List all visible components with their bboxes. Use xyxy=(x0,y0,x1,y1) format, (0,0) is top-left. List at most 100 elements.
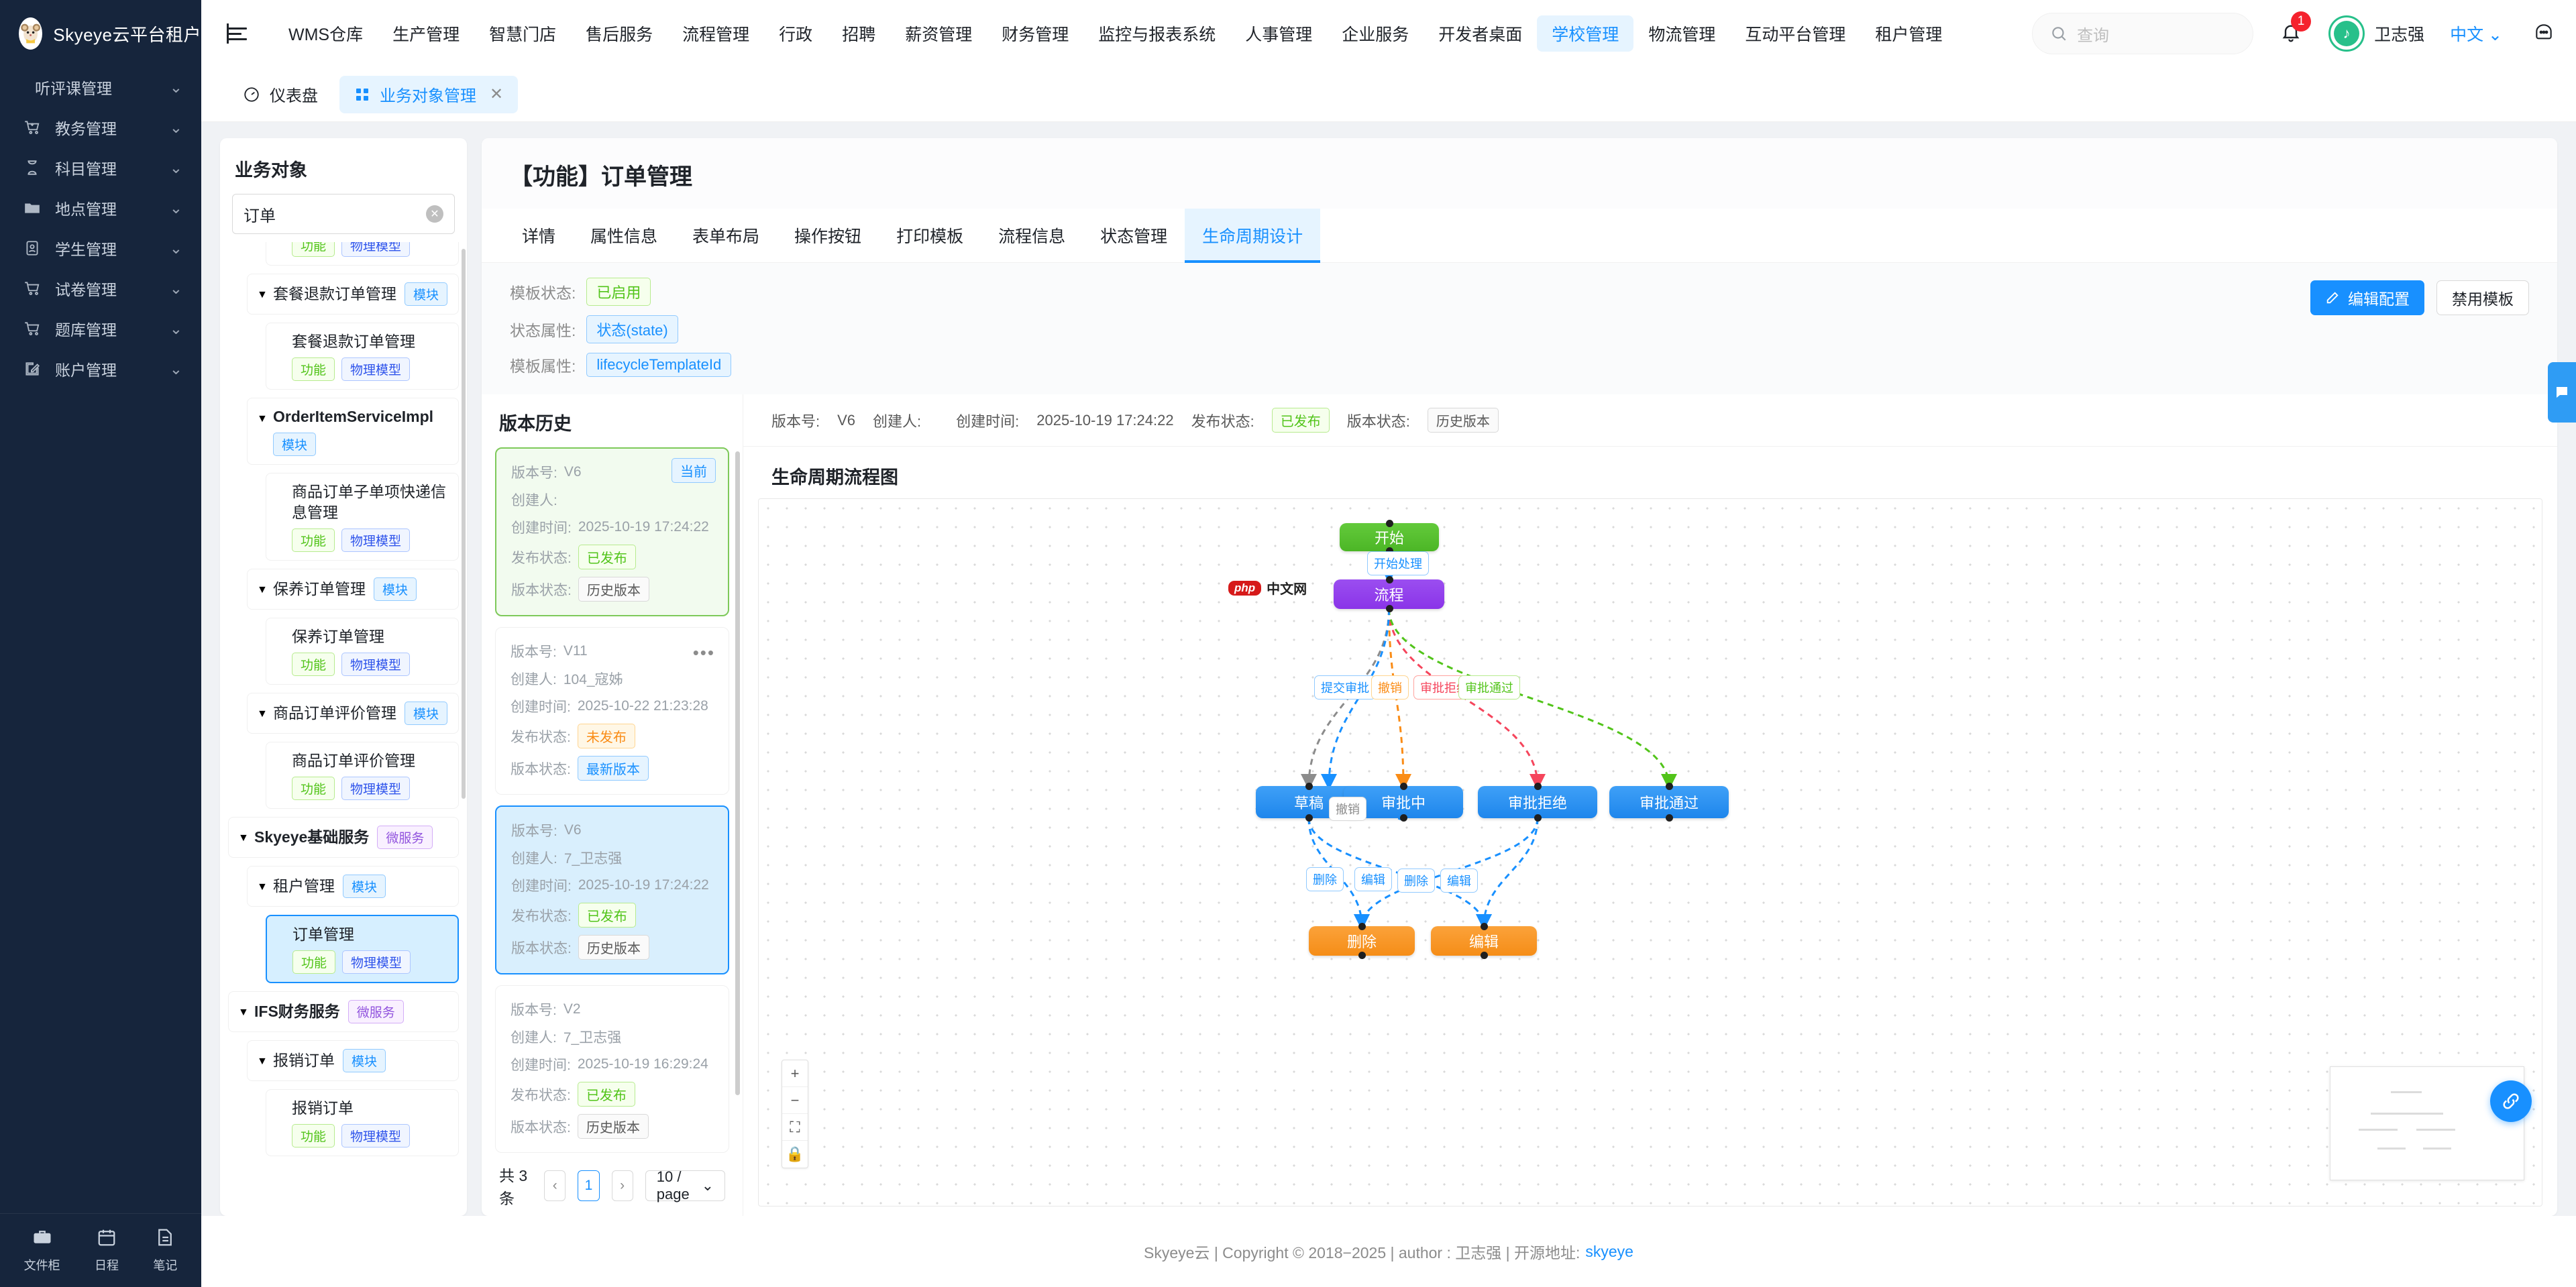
port-top[interactable] xyxy=(1534,783,1542,790)
nav-item-6[interactable]: 招聘 xyxy=(827,15,890,52)
flow-node-delete[interactable]: 删除 xyxy=(1309,926,1415,956)
main-tab-6[interactable]: 状态管理 xyxy=(1083,209,1185,262)
sidebar-item-2[interactable]: 科目管理⌄ xyxy=(0,148,201,188)
nav-item-2[interactable]: 智慧门店 xyxy=(474,15,571,52)
nav-item-9[interactable]: 监控与报表系统 xyxy=(1083,15,1230,52)
lock-icon[interactable]: 🔒 xyxy=(782,1141,808,1168)
pager-next-button[interactable]: › xyxy=(612,1170,633,1201)
version-card[interactable]: •••版本号:V11创建人:104_寇姊创建时间:2025-10-22 21:2… xyxy=(495,627,729,795)
flow-node-edit[interactable]: 编辑 xyxy=(1431,926,1537,956)
bo-tree-node[interactable]: ▼租户管理模块 xyxy=(247,866,459,907)
edge-label[interactable]: 开始处理 xyxy=(1367,551,1429,575)
nav-item-15[interactable]: 互动平台管理 xyxy=(1730,15,1860,52)
bo-tree-scrollbar[interactable] xyxy=(462,249,466,799)
close-icon[interactable]: ✕ xyxy=(490,85,503,104)
bo-tree-node[interactable]: 报销订单功能物理模型 xyxy=(266,1089,459,1156)
sidebar-item-1[interactable]: 教务管理⌄ xyxy=(0,107,201,148)
sidebar-item-3[interactable]: 地点管理⌄ xyxy=(0,188,201,228)
sidebar-item-6[interactable]: 题库管理⌄ xyxy=(0,309,201,349)
sidebar-item-0[interactable]: 听评课管理⌄ xyxy=(0,67,201,107)
sidebar-item-5[interactable]: 试卷管理⌄ xyxy=(0,268,201,309)
notification-bell[interactable]: 1 xyxy=(2280,21,2302,47)
edge-label[interactable]: 删除 xyxy=(1397,869,1435,893)
main-tab-0[interactable]: 详情 xyxy=(504,209,573,262)
workspace-tab-1[interactable]: 业务对象管理✕ xyxy=(339,76,518,113)
pager-page-1[interactable]: 1 xyxy=(578,1170,599,1201)
port-top[interactable] xyxy=(1666,783,1673,790)
sidebar-toggle-icon[interactable] xyxy=(227,21,251,46)
edge-label[interactable]: 编辑 xyxy=(1440,869,1478,893)
bo-tree-node[interactable]: 商品订单子单项快递信息管理功能物理模型 xyxy=(266,473,459,561)
version-list-scrollbar[interactable] xyxy=(735,451,740,1095)
caret-down-icon[interactable]: ▼ xyxy=(257,577,268,600)
edge-label[interactable]: 删除 xyxy=(1306,867,1344,891)
caret-down-icon[interactable]: ▼ xyxy=(257,702,268,724)
lifecycle-canvas[interactable]: php 中文网 开始流程草稿审批中审批拒绝审批通过删除编辑 开始处理提交审批撤销… xyxy=(758,498,2542,1207)
port-top[interactable] xyxy=(1481,923,1488,930)
workspace-tab-0[interactable]: 仪表盘 xyxy=(228,76,333,113)
chat-support-icon[interactable] xyxy=(2533,21,2555,46)
sidebar-shortcut-1[interactable]: 日程 xyxy=(95,1227,119,1274)
bo-tree-node[interactable]: 套餐退款订单管理功能物理模型 xyxy=(266,323,459,390)
port-top[interactable] xyxy=(1400,783,1407,790)
nav-item-12[interactable]: 开发者桌面 xyxy=(1424,15,1537,52)
nav-item-0[interactable]: WMS仓库 xyxy=(274,15,378,52)
sidebar-item-7[interactable]: 账户管理⌄ xyxy=(0,349,201,389)
fit-screen-icon[interactable]: ⛶ xyxy=(782,1114,808,1141)
nav-item-16[interactable]: 租户管理 xyxy=(1860,15,1957,52)
bo-tree-node[interactable]: ▼套餐退款订单管理模块 xyxy=(247,274,459,315)
language-switcher[interactable]: 中文 ⌄ xyxy=(2450,21,2502,46)
port-top[interactable] xyxy=(1305,783,1313,790)
edge-label[interactable]: 撤销 xyxy=(1371,675,1409,700)
search-input[interactable]: 查询 xyxy=(2032,13,2253,54)
caret-down-icon[interactable]: ▼ xyxy=(257,1049,268,1072)
version-card[interactable]: 版本号:V6创建人:7_卫志强创建时间:2025-10-19 17:24:22发… xyxy=(495,805,729,974)
main-tab-4[interactable]: 打印模板 xyxy=(879,209,981,262)
pager-prev-button[interactable]: ‹ xyxy=(544,1170,566,1201)
bo-search-input[interactable]: 订单 ✕ xyxy=(232,194,455,234)
port-bottom[interactable] xyxy=(1386,605,1393,612)
caret-down-icon[interactable]: ▼ xyxy=(238,1000,249,1023)
edge-label[interactable]: 提交审批 xyxy=(1314,675,1376,700)
nav-item-7[interactable]: 薪资管理 xyxy=(890,15,987,52)
nav-item-4[interactable]: 流程管理 xyxy=(667,15,764,52)
port-top[interactable] xyxy=(1358,923,1366,930)
bo-tree-node[interactable]: ▼Skyeye基础服务微服务 xyxy=(228,817,459,858)
caret-down-icon[interactable]: ▼ xyxy=(257,406,268,429)
caret-down-icon[interactable]: ▼ xyxy=(257,282,268,305)
disable-template-button[interactable]: 禁用模板 xyxy=(2436,280,2529,315)
edge-label[interactable]: 撤销 xyxy=(1329,797,1366,821)
bo-tree-node[interactable]: ▼OrderItemServiceImpl模块 xyxy=(247,398,459,465)
flow-node-rejected[interactable]: 审批拒绝 xyxy=(1478,786,1597,818)
main-tab-5[interactable]: 流程信息 xyxy=(981,209,1083,262)
main-tab-7[interactable]: 生命周期设计 xyxy=(1185,209,1320,262)
caret-down-icon[interactable]: ▼ xyxy=(238,826,249,848)
flow-node-approved[interactable]: 审批通过 xyxy=(1609,786,1729,818)
version-card[interactable]: 当前版本号:V6创建人:创建时间:2025-10-19 17:24:22发布状态… xyxy=(495,447,729,616)
zoom-out-icon[interactable]: − xyxy=(782,1087,808,1114)
flow-node-start[interactable]: 开始 xyxy=(1340,523,1439,551)
nav-item-3[interactable]: 售后服务 xyxy=(571,15,667,52)
flow-node-process[interactable]: 流程 xyxy=(1334,579,1444,609)
bo-tree-node[interactable]: ▼保养订单管理模块 xyxy=(247,569,459,610)
clear-icon[interactable]: ✕ xyxy=(426,205,443,223)
zoom-in-icon[interactable]: + xyxy=(782,1060,808,1087)
bo-tree-node[interactable]: ▼报销订单模块 xyxy=(247,1040,459,1081)
port-bottom[interactable] xyxy=(1305,814,1313,822)
page-size-select[interactable]: 10 / page ⌄ xyxy=(645,1170,725,1201)
version-card[interactable]: 版本号:V2创建人:7_卫志强创建时间:2025-10-19 16:29:24发… xyxy=(495,985,729,1153)
avatar[interactable]: ♪ xyxy=(2328,15,2365,52)
sidebar-item-4[interactable]: 学生管理⌄ xyxy=(0,228,201,268)
bo-tree-node[interactable]: 商品订单评价管理功能物理模型 xyxy=(266,742,459,809)
bo-tree-node[interactable]: ▼商品订单评价管理模块 xyxy=(247,693,459,734)
minimap[interactable] xyxy=(2330,1066,2524,1180)
port-bottom[interactable] xyxy=(1481,952,1488,959)
bo-tree-node-selected[interactable]: 订单管理功能物理模型 xyxy=(266,915,459,983)
nav-item-1[interactable]: 生产管理 xyxy=(378,15,474,52)
edit-config-button[interactable]: 编辑配置 xyxy=(2310,280,2424,315)
nav-item-13[interactable]: 学校管理 xyxy=(1537,15,1633,52)
edge-label[interactable]: 审批通过 xyxy=(1458,675,1520,700)
port-bottom[interactable] xyxy=(1534,814,1542,822)
port-bottom[interactable] xyxy=(1358,952,1366,959)
main-tab-3[interactable]: 操作按钮 xyxy=(777,209,879,262)
